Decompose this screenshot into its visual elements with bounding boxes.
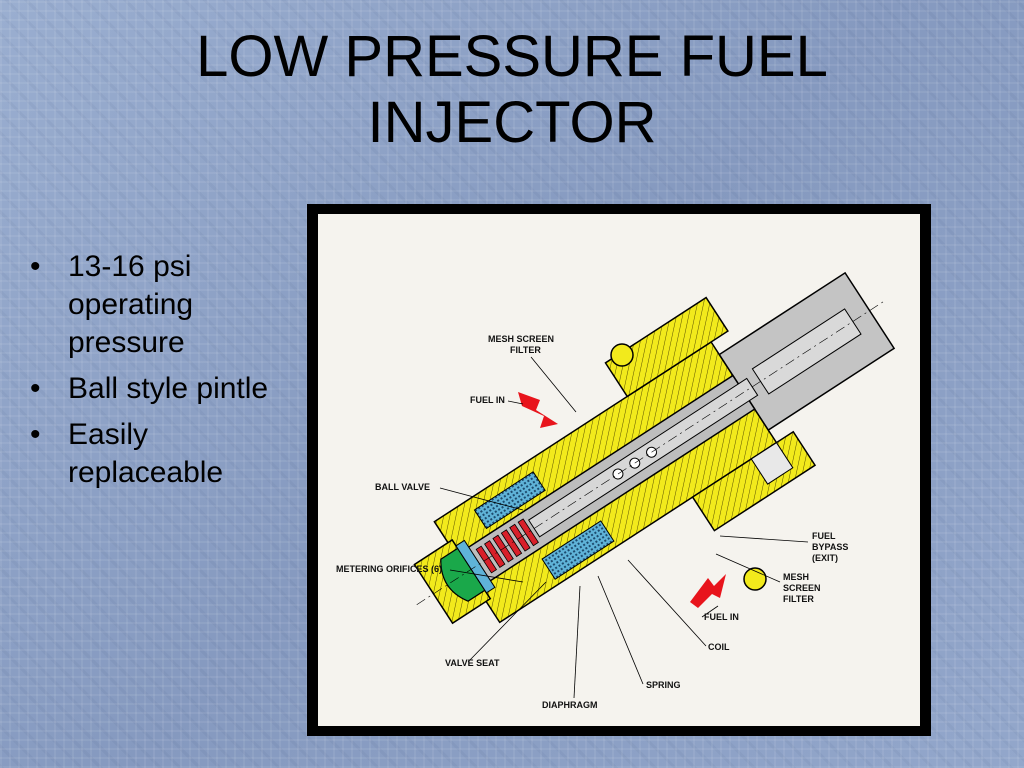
label-coil: COIL xyxy=(708,642,730,652)
label-mesh-screen-filter-right: SCREEN xyxy=(783,583,821,593)
bullet-list: 13-16 psi operating pressure Ball style … xyxy=(28,248,288,500)
leader-lines xyxy=(439,356,809,699)
bullet-item: Ball style pintle xyxy=(28,370,288,408)
label-valve-seat: VALVE SEAT xyxy=(445,658,500,668)
label-fuel-bypass: BYPASS xyxy=(812,542,848,552)
label-fuel-in-top: FUEL IN xyxy=(470,395,505,405)
bullet-item: Easily replaceable xyxy=(28,416,288,492)
o-ring xyxy=(610,343,634,367)
coil xyxy=(541,520,615,580)
label-metering-orifices: METERING ORIFICES (6) xyxy=(336,564,442,574)
mesh-filter-upper xyxy=(473,471,546,530)
label-mesh-screen-filter-right: FILTER xyxy=(783,594,814,604)
label-spring: SPRING xyxy=(646,680,681,690)
label-diaphragm: DIAPHRAGM xyxy=(542,700,598,710)
label-fuel-bypass: FUEL xyxy=(812,531,836,541)
fuel-in-arrow-bottom xyxy=(690,574,726,608)
label-mesh-screen-filter-right: MESH xyxy=(783,572,809,582)
slide-title: LOW PRESSURE FUEL INJECTOR xyxy=(196,24,828,155)
fuel-in-arrow-top xyxy=(518,392,558,428)
label-ball-valve: BALL VALVE xyxy=(375,482,430,492)
label-fuel-bypass: (EXIT) xyxy=(812,553,838,563)
injector-diagram: MESH SCREEN FILTER FUEL IN BALL VALVE ME… xyxy=(336,271,896,710)
label-mesh-screen-filter-top: FILTER xyxy=(510,345,541,355)
bullet-item: 13-16 psi operating pressure xyxy=(28,248,288,362)
label-fuel-in-bottom: FUEL IN xyxy=(704,612,739,622)
label-mesh-screen-filter-top: MESH SCREEN xyxy=(488,334,554,344)
